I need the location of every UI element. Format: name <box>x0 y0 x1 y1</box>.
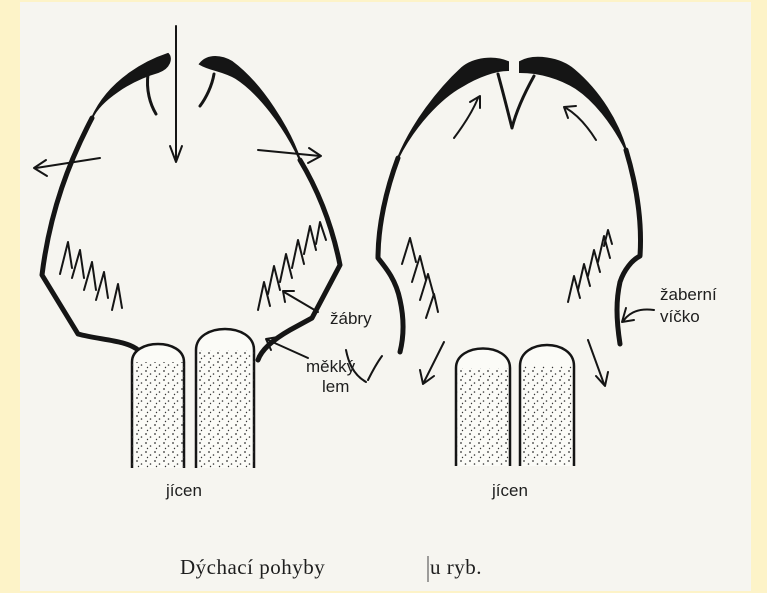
label-esophagus-right: jícen <box>491 481 528 500</box>
left-head-left-wall <box>42 118 138 350</box>
label-esophagus-left: jícen <box>165 481 202 500</box>
label-operculum-line1: žaberní <box>660 285 717 304</box>
scanned-illustration: žábry měkký lem žaberní víčko jícen jíce… <box>20 2 751 591</box>
right-gill-marks-left <box>402 238 438 318</box>
fish-breathing-diagram: žábry měkký lem žaberní víčko jícen jíce… <box>20 2 751 591</box>
right-upper-jaw-left <box>398 59 508 158</box>
right-upper-jaw-right <box>520 58 626 150</box>
label-soft-rim-line2: lem <box>322 377 349 396</box>
label-operculum-line2: víčko <box>660 307 700 326</box>
caption-part-2: u ryb. <box>430 555 482 579</box>
left-fish-head <box>34 26 366 468</box>
label-gills: žábry <box>330 309 372 328</box>
left-arrows <box>34 26 366 382</box>
left-gill-marks-left <box>60 242 122 310</box>
right-gill-marks-right <box>568 230 612 302</box>
left-upper-jaw-right <box>200 57 300 160</box>
right-head-left-wall <box>378 158 403 352</box>
right-fish-head <box>368 58 654 466</box>
label-soft-rim-line1: měkký <box>306 357 356 376</box>
left-head-right-wall <box>258 160 340 360</box>
caption-part-1: Dýchací pohyby <box>180 555 325 579</box>
left-upper-jaw-left <box>92 54 170 118</box>
